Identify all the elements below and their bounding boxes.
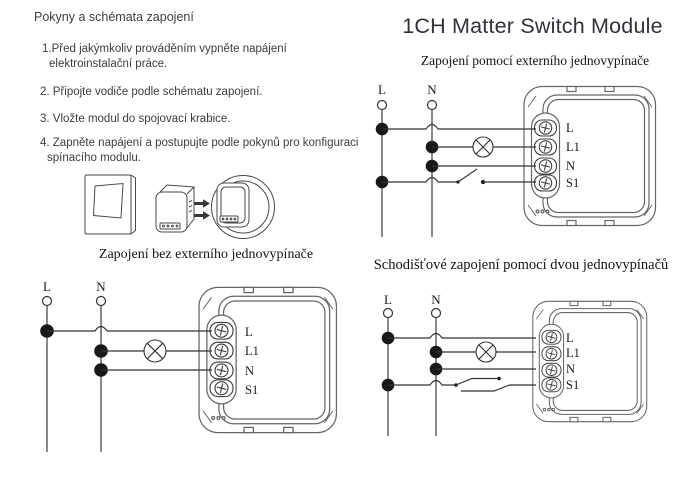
svg-text:L: L [43,279,51,294]
wire-switches-to-s1 [381,376,536,392]
terminal-labels: L L1 N S1 [566,331,580,392]
instruction-step-2: 2. Připojte vodiče podle schématu zapoje… [40,85,370,100]
step-line: 3. Vložte modul do spojovací krabice. [40,113,231,125]
neutral-wire: N [430,292,442,436]
step-line: 1.Před jakýmkoliv prováděním vypněte nap… [42,43,287,55]
switch-module-graphic [532,300,648,423]
switch-icon [456,168,486,185]
terminal-labels: L L1 N S1 [566,121,580,190]
terminal-label-l1: L1 [245,344,259,358]
terminal-label-s1: S1 [566,378,579,392]
wire-lamp-to-l1 [425,136,536,158]
product-title: 1CH Matter Switch Module [402,14,663,38]
step-line: spínacího modulu. [47,151,141,164]
terminal-label-s1: S1 [245,383,258,397]
terminal-labels: L L1 N S1 [245,325,259,397]
lamp-icon [472,136,494,158]
diagram-title-staircase: Schodišťové zapojení pomocí dvou jednovy… [373,257,669,273]
lamp-icon [475,341,497,363]
terminal-label-l: L [566,331,574,345]
wire-end-circle [382,307,394,319]
wire-n-to-module [425,159,536,173]
wire-end-circle [426,99,438,111]
wire-switch-to-s1 [375,168,536,189]
instructions-heading: Pokyny a schémata zapojení [34,10,194,24]
terminal-label-s1: S1 [566,176,579,190]
lamp-icon [143,339,167,363]
svg-text:N: N [96,279,106,294]
neutral-wire: N [426,82,438,237]
svg-text:N: N [427,82,437,97]
switch-module-graphic [198,286,338,434]
terminal-label-l: L [245,325,253,339]
live-wire: L [382,292,394,436]
wiring-diagram-no-switch: L N L L1 N S1 [40,279,338,452]
svg-text:L: L [378,82,386,97]
neutral-wire: N [95,279,107,452]
terminal-label-n: N [245,364,254,378]
wiring-diagram-external-switch: L N [375,82,657,237]
instruction-step-3: 3. Vložte modul do spojovací krabice. [40,112,370,127]
instruction-step-4: 4. Zapněte napájení a postupujte podle p… [40,136,370,165]
wiring-diagram-staircase: L N [381,292,648,436]
wire-n-to-module [94,363,212,377]
terminal-label-l1: L1 [566,346,580,360]
two-way-switch-icon [454,376,511,392]
wire-l-to-module [381,331,536,345]
step-line: elektroinstalační práce. [49,57,168,70]
svg-text:L: L [384,292,392,307]
installation-illustrations [84,174,275,239]
wire-l-to-module [40,324,212,338]
terminal-label-n: N [566,362,575,376]
wire-end-circle [95,295,107,307]
diagram-title-no-switch: Zapojení bez externího jednovypínače [98,247,314,262]
svg-text:N: N [431,292,441,307]
diagram-title-external-switch: Zapojení pomocí externího jednovypínače [420,53,650,68]
wire-lamp-to-l1 [429,341,536,363]
wire-n-to-module [429,362,536,376]
wall-switch-illustration [84,174,136,235]
step-line: 2. Připojte vodiče podle schématu zapoje… [40,86,263,98]
switch-module-graphic [523,85,657,227]
live-wire: L [376,82,388,237]
terminal-label-n: N [566,159,575,173]
wire-end-circle [376,99,388,111]
wire-end-circle [430,307,442,319]
terminal-label-l: L [566,121,574,135]
step-line: 4. Zapněte napájení a postupujte podle p… [40,137,359,149]
live-wire: L [41,279,53,452]
instruction-step-1: 1.Před jakýmkoliv prováděním vypněte nap… [42,42,372,71]
arrow-right-icon [194,199,210,220]
terminal-label-l1: L1 [566,140,580,154]
wire-l-to-module [375,122,536,136]
wire-lamp-to-l1 [94,339,212,363]
junction-box-illustration [211,175,275,239]
module-illustration [155,184,195,233]
wire-end-circle [41,295,53,307]
